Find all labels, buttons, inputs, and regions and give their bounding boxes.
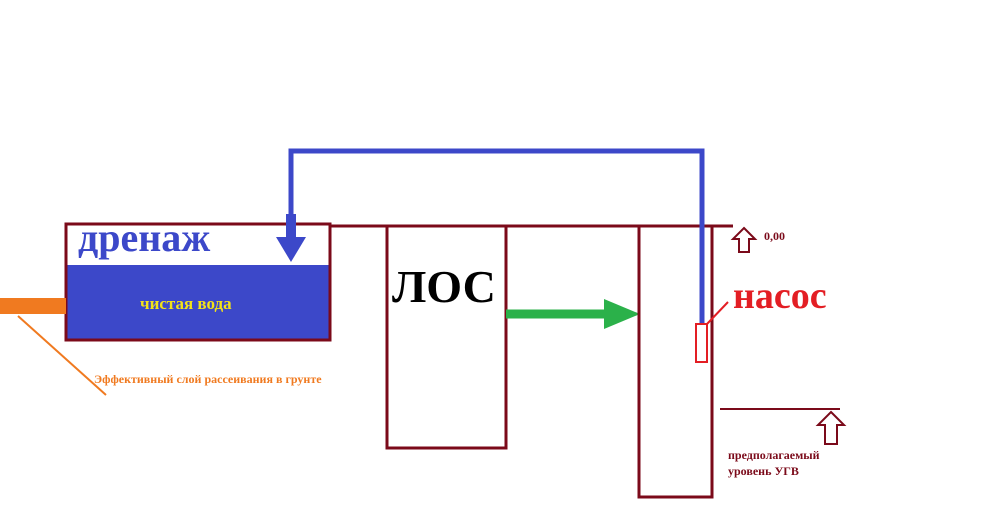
gwl-label-line2: уровень УГВ bbox=[728, 464, 799, 478]
clean-water-fill bbox=[66, 265, 330, 340]
outlined-up-arrow-icon bbox=[730, 226, 758, 253]
drainage-label: дренаж bbox=[78, 215, 210, 260]
drainage-tank-outline bbox=[64, 222, 332, 342]
pump-icon bbox=[695, 323, 708, 363]
flow-arrow bbox=[506, 299, 640, 329]
los-unit-outline bbox=[385, 224, 508, 450]
los-unit: ЛОС bbox=[385, 224, 508, 450]
gwl-up-arrow-icon bbox=[815, 410, 847, 445]
pump-well-outline bbox=[637, 224, 714, 499]
ground-outlet-pipe bbox=[0, 298, 66, 314]
los-label: ЛОС bbox=[392, 261, 496, 312]
green-right-arrow-icon bbox=[604, 299, 640, 329]
pump-label: насос bbox=[733, 275, 827, 317]
zero-level-label: 0,00 bbox=[764, 229, 785, 243]
pump-leader-line bbox=[706, 301, 729, 325]
dispersion-layer-label: Эффективный слой рассеивания в грунте bbox=[94, 372, 322, 386]
drainage-tank: дренаж чистая вода bbox=[64, 215, 332, 342]
return-pipe bbox=[288, 148, 705, 324]
blue-down-arrow-icon bbox=[276, 214, 306, 262]
gwl-label-line1: предполагаемый bbox=[728, 448, 820, 462]
dispersion-leader-line bbox=[17, 315, 107, 396]
clean-water-label: чистая вода bbox=[140, 294, 232, 313]
